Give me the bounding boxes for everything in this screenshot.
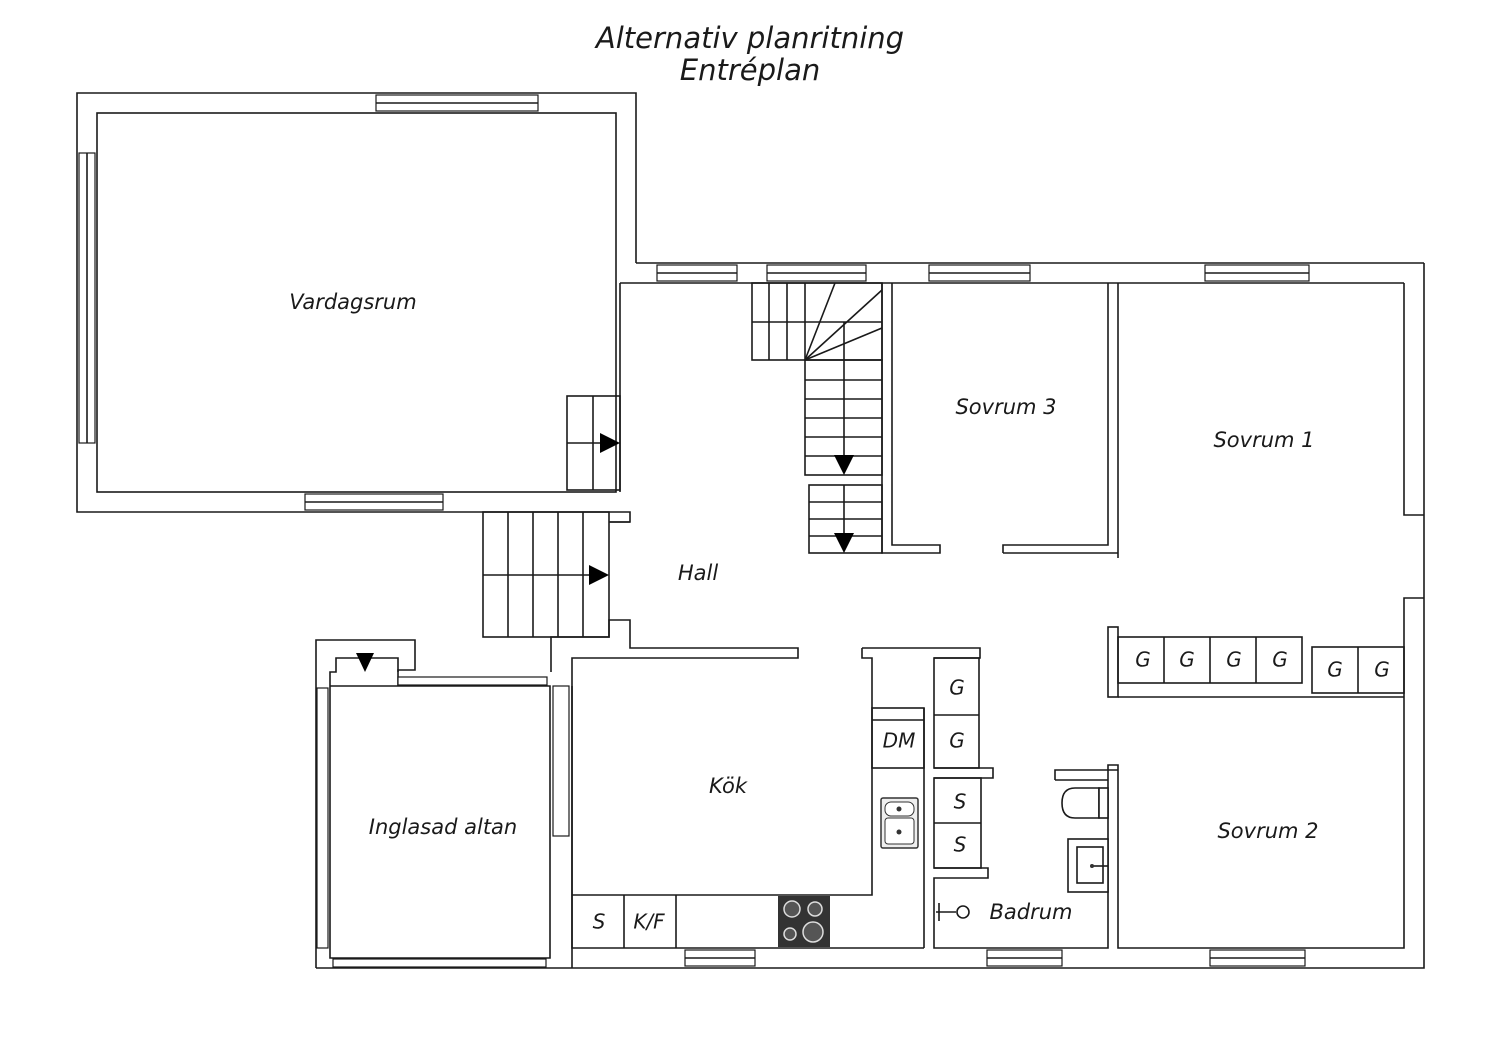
step-down-arrow (356, 653, 374, 672)
room-kok: Kök (709, 774, 748, 798)
wardrobe-label: G (1374, 658, 1390, 682)
room-hall: Hall (678, 561, 718, 585)
stove-icon (778, 896, 830, 947)
kitchen-storage-label: S (593, 910, 606, 934)
room-badrum: Badrum (989, 900, 1072, 924)
shower-icon (936, 903, 970, 921)
stair-arrow (589, 565, 609, 585)
room-inglasad-altan: Inglasad altan (369, 815, 517, 839)
wardrobe-label: G (1272, 648, 1288, 672)
wardrobe-label: G (1179, 648, 1195, 672)
fixtures: G G G G G G G G S S DM S K/F (593, 636, 1405, 948)
wardrobe-label: G (949, 676, 965, 700)
stairs (329, 282, 883, 686)
wardrobe-label: G (949, 729, 965, 753)
room-sovrum-1: Sovrum 1 (1213, 428, 1314, 452)
stair-down-arrow (834, 455, 854, 475)
room-sovrum-2: Sovrum 2 (1217, 819, 1318, 843)
wardrobe-label: G (1135, 648, 1151, 672)
fridge-freezer-label: K/F (633, 910, 665, 934)
kitchen-sink-icon (880, 797, 919, 849)
room-vardagsrum: Vardagsrum (289, 290, 416, 314)
wardrobe-label: G (1226, 648, 1242, 672)
stair-down-arrow (834, 533, 854, 553)
bath-sink-icon (1067, 838, 1109, 893)
storage-label: S (954, 833, 967, 857)
room-sovrum-3: Sovrum 3 (955, 395, 1056, 419)
stair-arrow (600, 433, 620, 453)
title: Alternativ planritning Entréplan (594, 21, 904, 87)
dishwasher-label: DM (883, 729, 916, 753)
room-labels: Vardagsrum Hall Sovrum 3 Sovrum 1 Kök In… (289, 290, 1318, 924)
toilet-icon (1061, 787, 1109, 819)
storage-label: S (954, 790, 967, 814)
wardrobe-label: G (1327, 658, 1343, 682)
title-line-1: Alternativ planritning (594, 21, 904, 55)
title-line-2: Entréplan (680, 53, 820, 87)
windows (78, 94, 1310, 968)
